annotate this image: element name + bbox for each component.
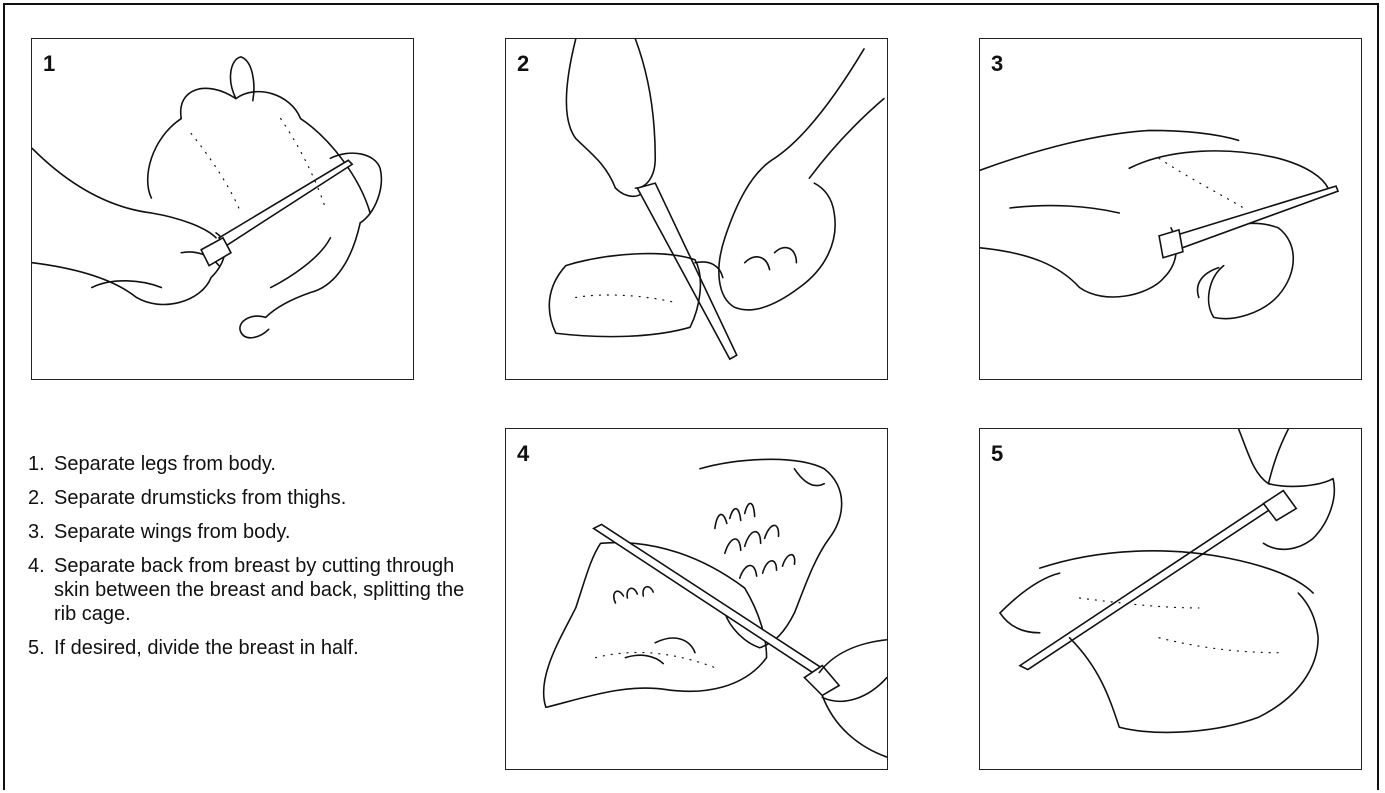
step-number: 1. [28,452,45,476]
panel-number: 2 [517,53,529,75]
panel-number: 4 [517,443,529,465]
wings-from-body-drawing [980,39,1361,379]
step-3-illustration: 3 [979,38,1362,380]
step-number: 3. [28,520,45,544]
list-item: 2. Separate drumsticks from thighs. [28,486,468,510]
list-item: 1. Separate legs from body. [28,452,468,476]
step-number: 5. [28,636,45,660]
drumsticks-from-thighs-drawing [506,39,887,379]
back-from-breast-drawing [506,429,887,769]
step-2-illustration: 2 [505,38,888,380]
step-text: If desired, divide the breast in half. [54,637,359,659]
list-item: 3. Separate wings from body. [28,520,468,544]
step-1-illustration: 1 [31,38,414,380]
step-4-illustration: 4 [505,428,888,770]
step-text: Separate back from breast by cutting thr… [54,555,464,625]
step-text: Separate drumsticks from thighs. [54,487,346,509]
panel-number: 1 [43,53,55,75]
step-text: Separate legs from body. [54,453,276,475]
legs-from-body-drawing [32,39,413,379]
step-number: 4. [28,554,45,578]
panel-number: 5 [991,443,1003,465]
list-item: 5. If desired, divide the breast in half… [28,636,468,660]
list-item: 4. Separate back from breast by cutting … [28,554,468,626]
step-5-illustration: 5 [979,428,1362,770]
step-number: 2. [28,486,45,510]
step-text: Separate wings from body. [54,521,290,543]
instructions-list: 1. Separate legs from body. 2. Separate … [28,452,468,670]
divide-breast-drawing [980,429,1361,769]
panel-number: 3 [991,53,1003,75]
